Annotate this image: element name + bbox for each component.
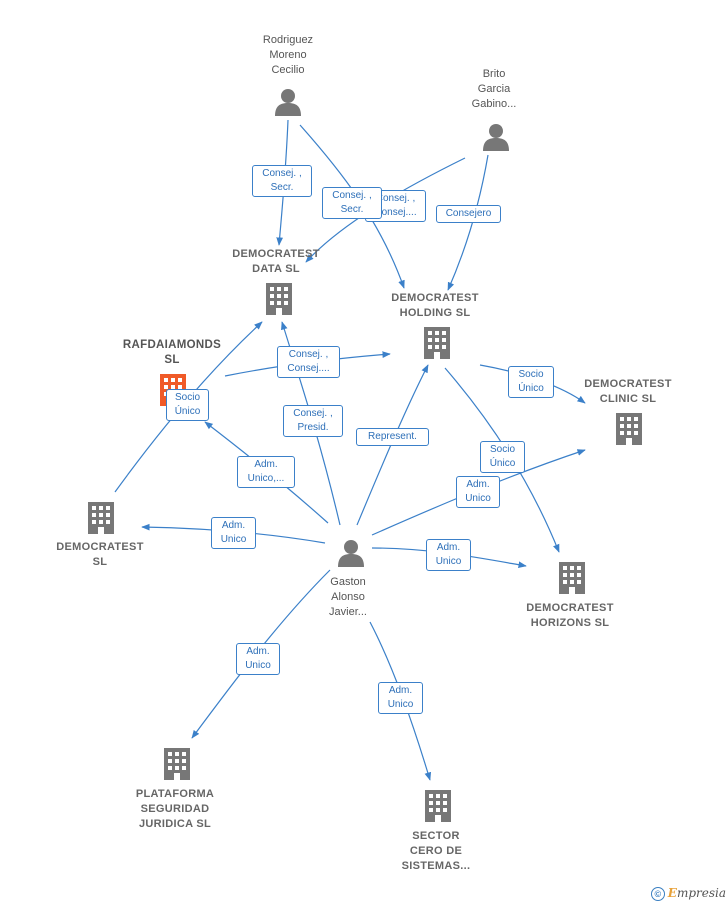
person-icon[interactable] bbox=[275, 89, 301, 116]
edge-label[interactable]: Adm. Unico bbox=[378, 682, 423, 714]
node-label-rafdaiamonds[interactable]: RAFDAIAMONDS SL bbox=[122, 339, 222, 366]
edge-label[interactable]: Adm. Unico,... bbox=[237, 456, 295, 488]
building-icon[interactable] bbox=[266, 283, 292, 315]
person-icon[interactable] bbox=[483, 124, 509, 151]
footer-brand: ©Empresia bbox=[650, 886, 726, 901]
copyright-icon: © bbox=[650, 887, 665, 901]
edge-label[interactable]: Represent. bbox=[356, 428, 429, 446]
building-icon[interactable] bbox=[616, 413, 642, 445]
node-label-plataforma[interactable]: PLATAFORMA SEGURIDAD JURIDICA SL bbox=[135, 788, 215, 830]
building-icon[interactable] bbox=[164, 748, 190, 780]
node-label-rodriguez[interactable]: Rodriguez Moreno Cecilio bbox=[262, 34, 314, 76]
node-label-gaston[interactable]: Gaston Alonso Javier... bbox=[329, 576, 367, 618]
edge-label[interactable]: Socio Único bbox=[480, 441, 525, 473]
edge-label[interactable]: Socio Único bbox=[508, 366, 554, 398]
edge-label[interactable]: Adm. Unico bbox=[456, 476, 500, 508]
building-icon[interactable] bbox=[88, 502, 114, 534]
node-label-democratest-horizons[interactable]: DEMOCRATEST HORIZONS SL bbox=[526, 602, 614, 629]
node-label-democratest-holding[interactable]: DEMOCRATEST HOLDING SL bbox=[391, 292, 479, 319]
node-label-democratest-sl[interactable]: DEMOCRATEST SL bbox=[56, 541, 144, 568]
edge-label[interactable]: Adm. Unico bbox=[426, 539, 471, 571]
brand-logo: Empresia bbox=[667, 886, 726, 900]
building-icon[interactable] bbox=[425, 790, 451, 822]
edge-label[interactable]: Consej. , Secr. bbox=[252, 165, 312, 197]
node-label-brito[interactable]: Brito Garcia Gabino... bbox=[471, 68, 517, 110]
edge-label[interactable]: Adm. Unico bbox=[236, 643, 280, 675]
edge-label[interactable]: Consejero bbox=[436, 205, 501, 223]
building-icon[interactable] bbox=[559, 562, 585, 594]
node-label-sector[interactable]: SECTOR CERO DE SISTEMAS... bbox=[401, 830, 471, 872]
node-label-democratest-data[interactable]: DEMOCRATEST DATA SL bbox=[232, 248, 320, 275]
edge-label[interactable]: Consej. , Consej.... bbox=[277, 346, 340, 378]
building-icon[interactable] bbox=[424, 327, 450, 359]
node-label-democratest-clinic[interactable]: DEMOCRATEST CLINIC SL bbox=[584, 378, 672, 405]
edge-label[interactable]: Socio Único bbox=[166, 389, 209, 421]
edge-label[interactable]: Adm. Unico bbox=[211, 517, 256, 549]
edge-label[interactable]: Consej. , Secr. bbox=[322, 187, 382, 219]
edge-label[interactable]: Consej. , Presid. bbox=[283, 405, 343, 437]
person-icon[interactable] bbox=[338, 540, 364, 567]
